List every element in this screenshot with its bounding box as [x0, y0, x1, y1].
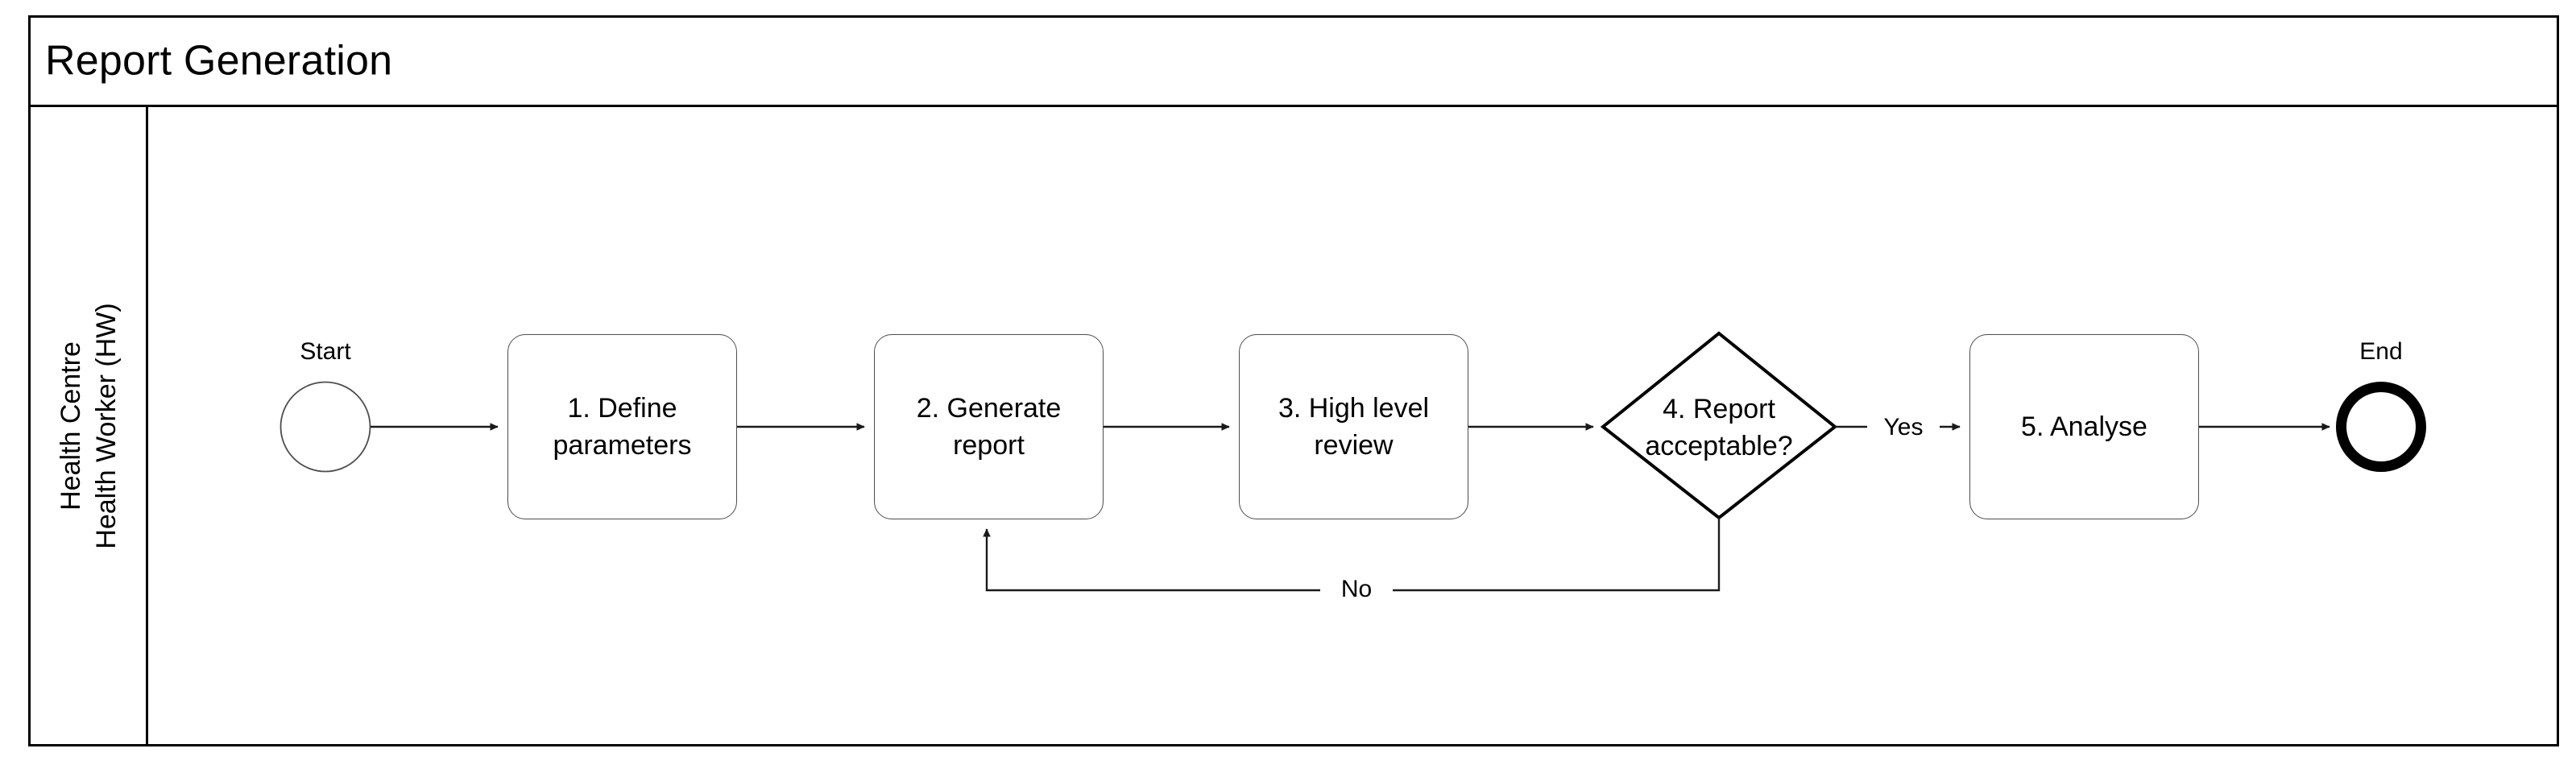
task-2-generate-report[interactable]: 2. Generate report: [874, 334, 1104, 519]
task-2-line2: report: [953, 430, 1025, 461]
edge-label-no: No: [1320, 576, 1393, 602]
task-1-define-parameters[interactable]: 1. Define parameters: [507, 334, 737, 519]
task-3-line1: 3. High level: [1278, 392, 1430, 424]
lane-header: Health Centre Health Worker (HW): [31, 107, 148, 744]
task-1-line2: parameters: [553, 430, 692, 461]
task-5-analyse[interactable]: 5. Analyse: [1969, 334, 2199, 519]
gateway-4-report-acceptable[interactable]: 4. Report acceptable?: [1603, 391, 1835, 465]
lane-label: Health Centre Health Worker (HW): [52, 303, 123, 548]
end-event-label: End: [2359, 338, 2403, 365]
task-5-line1: 5. Analyse: [2021, 411, 2147, 442]
start-event-label: Start: [300, 338, 351, 365]
task-3-high-level-review[interactable]: 3. High level review: [1239, 334, 1468, 519]
gateway-4-line1: 4. Report: [1663, 394, 1775, 424]
gateway-4-line2: acceptable?: [1645, 431, 1793, 462]
edge-label-yes: Yes: [1867, 414, 1940, 440]
task-2-line1: 2. Generate: [916, 392, 1062, 424]
lane-label-line2: Health Worker (HW): [90, 302, 122, 549]
pool-title-bar: Report Generation: [31, 18, 2557, 107]
page-title: Report Generation: [45, 37, 393, 85]
task-1-line1: 1. Define: [567, 392, 677, 424]
task-3-line2: review: [1314, 430, 1394, 461]
lane-label-line1: Health Centre: [55, 341, 86, 511]
